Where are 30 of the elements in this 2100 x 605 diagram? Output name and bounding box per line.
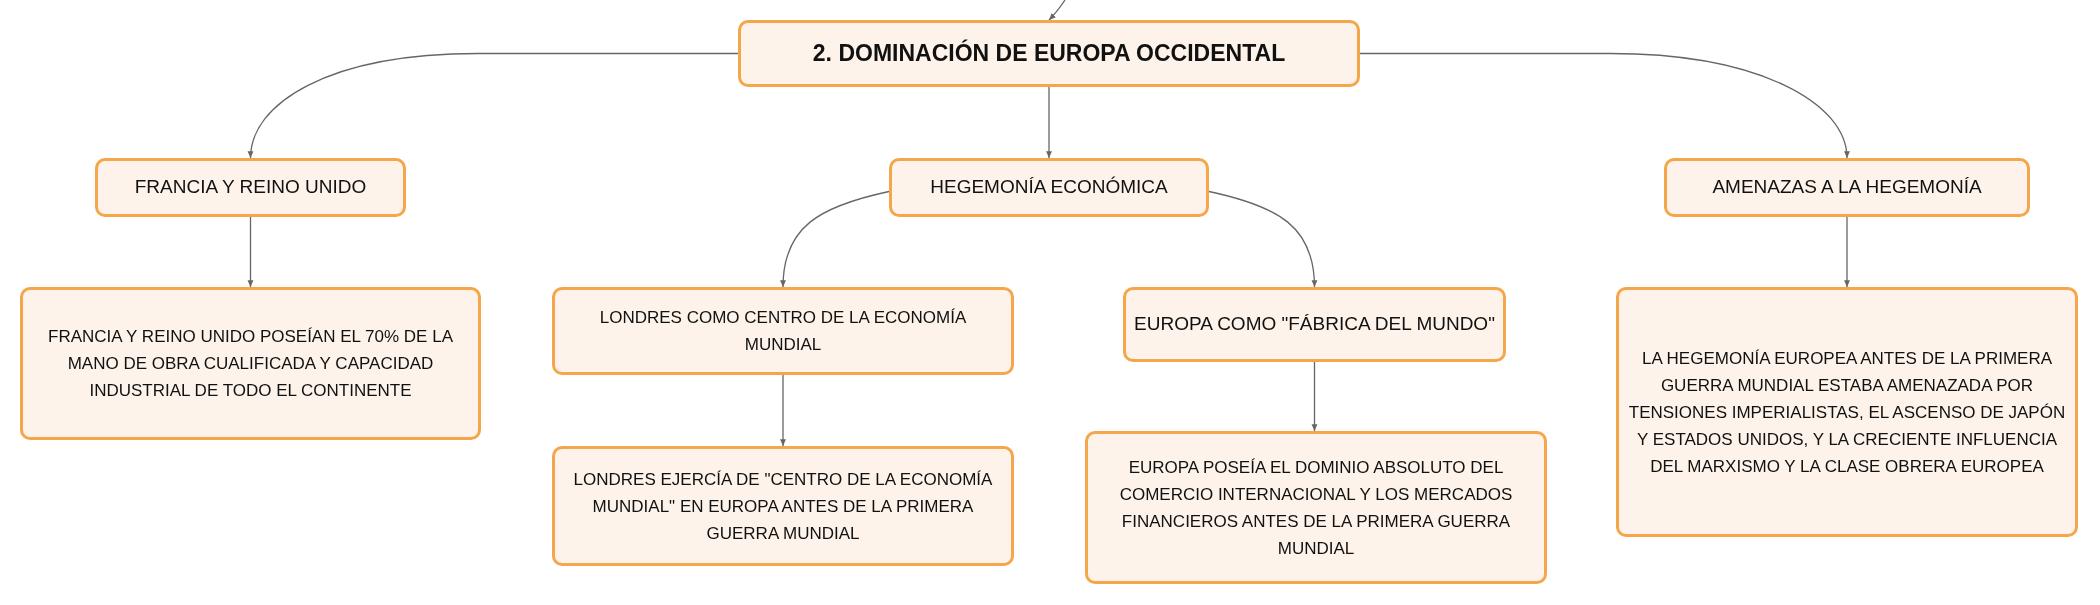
connector-arrow [1048,0,1066,21]
node-text: LA HEGEMONÍA EUROPEA ANTES DE LA PRIMERA GUERRA MUNDIAL ESTABA AMENAZADA POR TENSIONES IMPERIALISTAS, EL ASCENSO DE JAPÓN Y ESTADOS UNIDOS, Y LA CRECIENTE INFLUENCIA DEL MARXISMO Y LA CLASE OBRERA EUROPEA [1627,347,2067,478]
topic-box [889,158,1209,217]
node-text: EUROPA COMO "FÁBRICA DEL MUNDO" [1134,312,1495,337]
node-text: LONDRES COMO CENTRO DE LA ECONOMÍA MUNDIAL [598,307,968,356]
connector-arrow [247,216,254,288]
node-text: FRANCIA Y REINO UNIDO [134,175,367,200]
topic-box [1664,158,2030,217]
connector-arrow [1046,86,1052,159]
node-text: HEGEMONÍA ECONÓMICA [930,175,1168,200]
connector-arrow [248,52,739,159]
node-text: EUROPA POSEÍA EL DOMINIO ABSOLUTO DEL COMERCIO INTERNACIONAL Y LOS MERCADOS FINANCIEROS ANTES DE LA PRIMERA GUERRA MUNDIAL [1118,456,1514,560]
connector-arrow [1311,361,1318,432]
connector-arrow [780,374,786,447]
topic-box [552,287,1014,375]
connector-arrow [1844,216,1850,288]
node-text: AMENAZAS A LA HEGEMONÍA [1712,175,1982,200]
node-text: 2. DOMINACIÓN DE EUROPA OCCIDENTAL [812,39,1286,68]
connector-arrow [1208,190,1318,288]
connector-arrow [780,190,890,288]
topic-box [552,446,1014,566]
topic-box [95,158,406,217]
connector-arrow [1359,52,1849,159]
topic-box [1085,431,1547,584]
node-text: LONDRES EJERCÍA DE "CENTRO DE LA ECONOMÍA MUNDIAL" EN EUROPA ANTES DE LA PRIMERA GUERRA MUNDIAL [572,468,994,545]
topic-box [1123,287,1506,362]
topic-box [20,287,481,440]
topic-box [1616,287,2078,537]
title-box [738,20,1360,87]
node-text: FRANCIA Y REINO UNIDO POSEÍAN EL 70% DE LA MANO DE OBRA CUALIFICADA Y CAPACIDAD INDUSTRIAL DE TODO EL CONTINENTE [47,326,454,402]
